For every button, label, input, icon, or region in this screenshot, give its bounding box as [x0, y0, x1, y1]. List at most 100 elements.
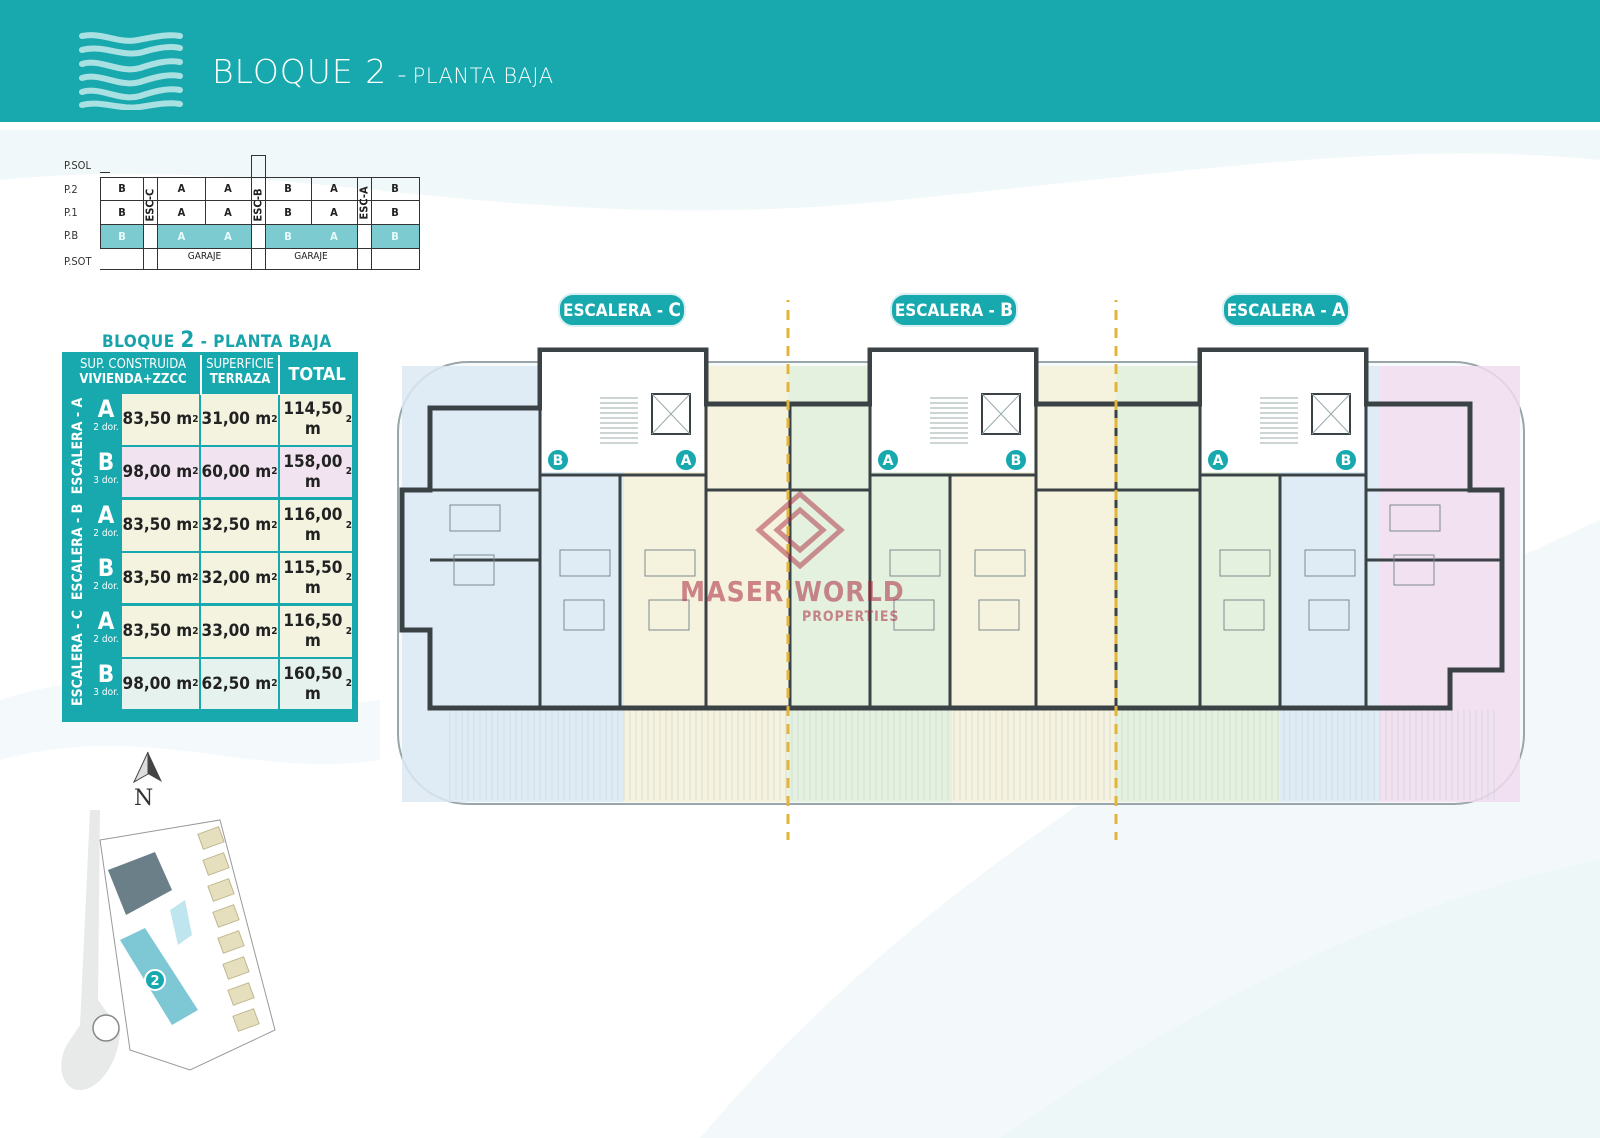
section-vline: [205, 177, 206, 225]
section-vline: [311, 177, 312, 225]
level-label: P.B: [64, 229, 79, 242]
unit-type-letter: B: [97, 659, 115, 688]
unit-dorms: 2 dor.: [93, 634, 119, 645]
section-hline: [100, 224, 420, 225]
watermark-sub: PROPERTIES: [802, 609, 900, 625]
unit-type-letter: A: [97, 607, 115, 635]
section-cell: B: [371, 225, 419, 248]
stair-core: [872, 352, 1034, 472]
unit-dorms: 3 dor.: [93, 686, 119, 698]
floor-plan-drawing: B A A B A B: [397, 292, 1525, 840]
stair-group-label: ESCALERA - A: [70, 397, 86, 494]
wave-logo-icon: [79, 32, 183, 110]
table-title-suffix: - PLANTA BAJA: [200, 332, 332, 352]
section-cell: B: [118, 206, 126, 219]
section-vline: [371, 177, 372, 269]
section-cell: B: [391, 182, 399, 195]
elevator-shaft: [651, 393, 691, 435]
stair-pill: ESCALERA - A: [1222, 293, 1350, 327]
unit-marker: [1334, 448, 1358, 472]
stair-pill-letter: A: [1332, 299, 1346, 321]
furniture-outline: [1393, 554, 1435, 586]
stair-pill: ESCALERA - C: [558, 293, 686, 327]
unit-marker-letter: B: [1341, 453, 1352, 469]
unit-zone: [1380, 366, 1520, 802]
furniture-outline: [563, 599, 605, 631]
furniture-outline: [644, 549, 696, 577]
title-sub: PLANTA BAJA: [412, 64, 554, 88]
unit-marker-letter: A: [681, 453, 692, 469]
section-vline: [157, 177, 158, 269]
stair-pill-letter: C: [668, 299, 681, 321]
unit-marker: [674, 448, 698, 472]
elevator-cross: [981, 393, 1021, 435]
header-bar: BLOQUE 2-PLANTA BAJA: [0, 0, 1600, 122]
stair-pill-prefix: ESCALERA -: [1226, 301, 1333, 321]
stair-pill: ESCALERA - B: [890, 293, 1018, 327]
unit-marker-letter: A: [883, 453, 894, 469]
section-cell: A: [330, 182, 338, 195]
furniture-outline: [893, 599, 935, 631]
section-cell: A: [177, 182, 186, 195]
section-cell: A: [330, 206, 338, 219]
col-header-built: SUP. CONSTRUIDA VIVIENDA+ZZCC: [67, 357, 199, 387]
section-vline: [265, 155, 266, 269]
section-cell: B: [284, 206, 292, 219]
north-arrow-icon: [132, 751, 162, 784]
stair-pill-prefix: ESCALERA -: [563, 301, 669, 321]
unit-type-letter: A: [97, 501, 115, 529]
unit-type-letter: A: [97, 395, 115, 423]
header-divider: [200, 355, 202, 395]
section-vline: [419, 177, 420, 269]
north-label: N: [134, 786, 154, 811]
stair-label: ESC-C: [143, 188, 157, 222]
unit-dorms: 2 dor.: [93, 422, 119, 433]
section-cell: A: [224, 182, 232, 195]
section-hline: [251, 155, 265, 156]
col-header-terrace: SUPERFICIE TERRAZA: [202, 357, 278, 387]
furniture-outline: [1223, 599, 1265, 631]
unit-dorms: 2 dor.: [93, 580, 119, 592]
level-label: P.SOL: [64, 159, 91, 172]
section-cell: A: [158, 225, 205, 248]
watermark-name: MASER WORLD: [680, 575, 905, 608]
furniture-outline: [449, 504, 501, 532]
garage-label: GARAJE: [294, 251, 328, 262]
unit-type-letter: B: [97, 553, 115, 582]
stair-label: ESC-A: [357, 186, 371, 220]
table-title-prefix: BLOQUE: [102, 332, 175, 352]
col-header-built-line1: SUP. CONSTRUIDA: [79, 357, 187, 372]
section-cell: B: [101, 225, 143, 248]
header-divider: [278, 355, 280, 395]
section-vline: [251, 155, 252, 269]
section-cell: A: [311, 225, 357, 248]
table-title-number: 2: [180, 328, 195, 353]
section-cell: A: [177, 206, 186, 219]
level-label: P.2: [64, 183, 78, 196]
stair-pill-letter: B: [1000, 299, 1014, 321]
table-title: BLOQUE 2 - PLANTA BAJA: [102, 328, 332, 353]
stair-core: [1202, 352, 1364, 472]
unit-marker-letter: B: [553, 453, 564, 469]
garage-label: GARAJE: [187, 251, 222, 262]
section-cell: B: [118, 182, 126, 195]
stair-group-label: ESCALERA - B: [70, 503, 86, 600]
unit-type-letter: B: [97, 447, 115, 476]
elevator-cross: [651, 393, 691, 435]
section-cell: B: [284, 182, 292, 195]
section-cell: B: [391, 206, 399, 219]
title-main: BLOQUE 2: [212, 52, 388, 91]
